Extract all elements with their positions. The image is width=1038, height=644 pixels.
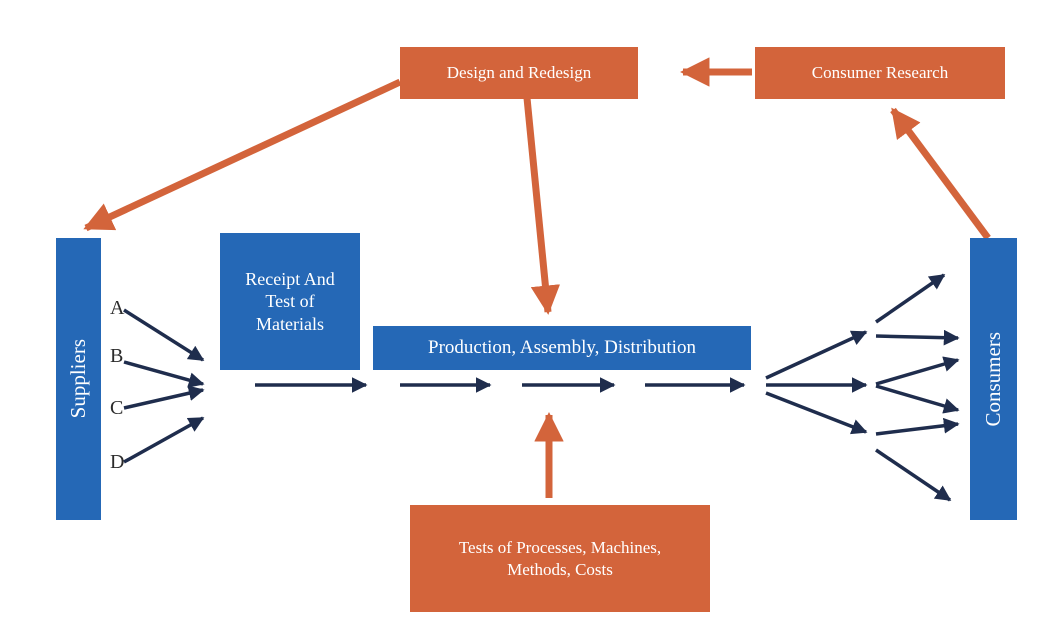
arrow-fan-up (765, 330, 868, 380)
arrow-design-to-production (523, 97, 561, 315)
production-label: Production, Assembly, Distribution (428, 337, 696, 359)
receipt-label: Receipt And Test of Materials (245, 268, 335, 334)
supplier-letter-d: D (110, 451, 125, 473)
design-redesign-label: Design and Redesign (446, 63, 592, 83)
receipt-box: Receipt And Test of Materials (220, 233, 360, 370)
arrow-design-to-suppliers (83, 78, 402, 232)
arrow-fan-down (765, 391, 868, 435)
consumer-research-label: Consumer Research (811, 63, 949, 83)
design-redesign-box: Design and Redesign (400, 47, 638, 99)
arrow-supplier-d (123, 416, 205, 464)
arrow-consumer-3 (875, 356, 960, 386)
arrow-supplier-b (123, 360, 205, 388)
supplier-letter-b: B (110, 345, 124, 367)
supplier-letter-c: C (110, 397, 124, 419)
arrow-consumer-2 (875, 329, 960, 346)
arrow-consumers-to-research (890, 107, 991, 241)
arrow-consumer-4 (875, 384, 960, 414)
consumers-label: Consumers (981, 331, 1006, 427)
production-box: Production, Assembly, Distribution (373, 326, 751, 370)
arrow-consumer-6 (875, 448, 952, 502)
arrow-supplier-a (123, 308, 205, 362)
suppliers-box: Suppliers (56, 238, 101, 520)
tests-label: Tests of Processes, Machines, Methods, C… (458, 538, 662, 579)
suppliers-label: Suppliers (66, 339, 91, 419)
arrow-supplier-c (123, 385, 205, 410)
arrow-consumer-5 (875, 417, 960, 436)
arrow-consumer-1 (875, 273, 946, 324)
tests-box: Tests of Processes, Machines, Methods, C… (410, 505, 710, 612)
consumers-box: Consumers (970, 238, 1017, 520)
supplier-letter-a: A (110, 297, 125, 319)
consumer-research-box: Consumer Research (755, 47, 1005, 99)
